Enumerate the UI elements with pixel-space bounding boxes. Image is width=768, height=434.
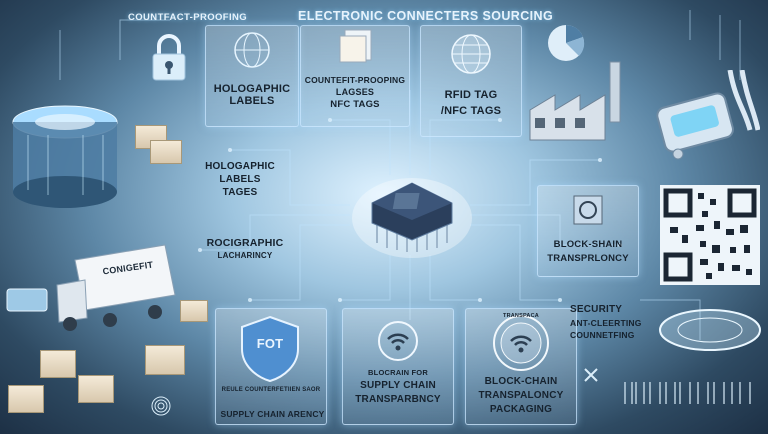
shield-caption: REULE COUNTERFETIIEN SAOR — [221, 387, 321, 393]
rfid-line1: RFID TAG — [444, 89, 498, 101]
badge-small-text: TRANSPACA — [503, 313, 539, 319]
holo-tags-line1: HOLOGAPHIC — [205, 161, 275, 172]
header: COUNTFACT-PROOFING ELECTRONIC CONNECTERS… — [0, 6, 768, 28]
panel-blockchain-packaging: TRANSPACA BLOCK-CHAIN TRANSPALONCY PACKA… — [465, 308, 577, 425]
globe-icon — [232, 30, 272, 70]
holo-tags-line2: LABELS — [219, 174, 261, 185]
connector-icon — [650, 69, 761, 170]
package-box-icon — [150, 140, 182, 164]
barcode-icon — [620, 378, 760, 408]
package-box-icon — [180, 300, 208, 322]
panel-holographic-labels: HOLOGAPHIC LABELS — [205, 25, 299, 127]
truck-icon: CONIGEFIT — [55, 240, 180, 335]
holo-tags-line3: TAGES — [222, 187, 258, 198]
device-icon — [5, 285, 50, 315]
rfid-line2: /NFC TAGS — [440, 105, 502, 117]
package-box-icon — [8, 385, 44, 413]
counterfeit-line3: NFC TAGS — [330, 99, 380, 110]
bloc-line1: BLOCRAIN FOR — [368, 368, 428, 377]
rocigraphic-line1: ROCIGRAPHIC — [206, 237, 284, 249]
wifi-icon — [376, 319, 420, 363]
panel-counterfeit-tags: COUNTEFIT-PROOPING LAGSES NFC TAGS — [300, 25, 410, 127]
panel-shield: FOT REULE COUNTERFETIIEN SAOR — [215, 308, 327, 425]
pie-chart-icon — [545, 22, 587, 64]
server-cylinder-icon — [8, 100, 123, 210]
panel-blockchain-right: BLOCK-SHAIN TRANSPRLONCY — [537, 185, 639, 277]
bottom-right-line2: TRANSPALONCY — [478, 390, 564, 401]
bottom-right-line3: PACKAGING — [489, 404, 553, 415]
factory-icon — [520, 60, 640, 150]
security-line1: SECURITY — [570, 304, 623, 315]
supply-chain-left: SUPPLY CHAIN ARENCY — [220, 409, 325, 419]
counterfeit-line2: LAGSES — [335, 87, 375, 97]
bottom-right-line1: BLOCK-CHAIN — [484, 376, 558, 387]
bloc-line2: SUPPLY CHAIN — [360, 380, 436, 391]
qr-code-icon — [660, 185, 760, 285]
document-stack-icon — [337, 28, 377, 64]
fingerprint-icon — [150, 395, 172, 417]
panel-blockchain-supply: BLOCRAIN FOR SUPPLY CHAIN TRANSPARBNCY — [342, 308, 454, 425]
package-box-icon — [78, 375, 114, 403]
holographic-labels-text: HOLOGAPHIC LABELS — [213, 83, 291, 107]
page-title: ELECTRONIC CONNECTERS SOURCING — [298, 9, 554, 23]
wifi-badge-icon — [491, 313, 551, 373]
rocigraphic-line2: LACHARINCY — [217, 251, 273, 260]
close-icon — [582, 366, 600, 384]
security-line3: COUNNETFING — [570, 330, 635, 340]
blockchain-node-icon — [568, 192, 608, 228]
panel-rfid-tag: RFID TAG /NFC TAGS — [420, 25, 522, 137]
counterfeit-line1: COUNTEFIT-PROOPING — [304, 75, 406, 85]
shield-label: FOT — [256, 336, 284, 351]
lock-icon — [150, 34, 188, 82]
globe-icon — [449, 32, 493, 76]
package-box-icon — [40, 350, 76, 378]
package-box-icon — [145, 345, 185, 375]
hologram-ring-icon — [655, 300, 765, 360]
bloc-line3: TRANSPARBNCY — [355, 394, 441, 405]
security-line2: ANT-CLEERTING — [570, 318, 642, 328]
blockchain-right-line2: TRANSPRLONCY — [547, 253, 629, 264]
chip-icon — [352, 168, 472, 258]
header-left-title: COUNTFACT-PROOFING — [128, 12, 248, 23]
shield-icon — [238, 315, 302, 383]
blockchain-right-line1: BLOCK-SHAIN — [553, 239, 623, 250]
